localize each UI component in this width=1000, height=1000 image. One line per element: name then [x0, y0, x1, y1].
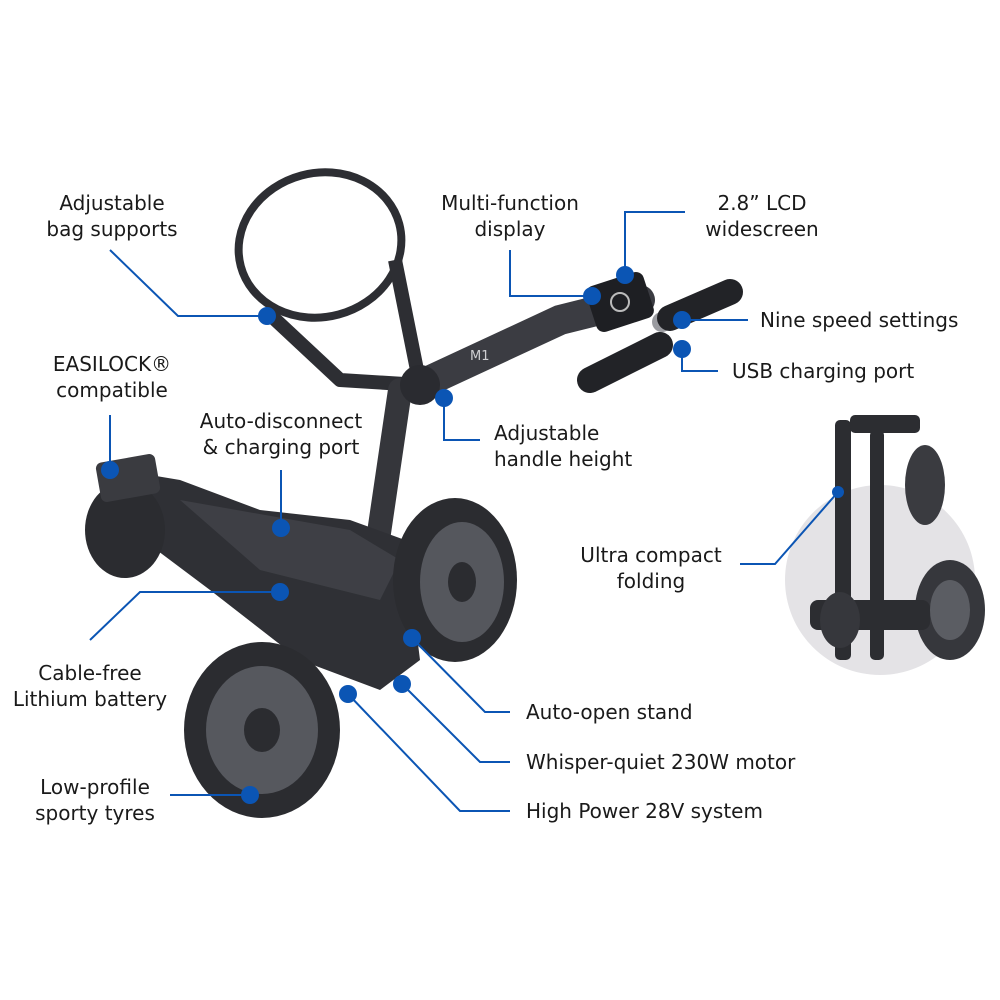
- callout-text: Adjustable: [494, 421, 600, 445]
- folded-trolley-image: [810, 415, 985, 660]
- callout-text: & charging port: [202, 435, 360, 459]
- callout-dots: [101, 266, 844, 804]
- callout-handle-height: Adjustable handle height: [494, 420, 632, 472]
- callout-compact: Ultra compact folding: [580, 542, 721, 594]
- callout-text: Low-profile: [40, 775, 150, 799]
- callout-text: folding: [616, 569, 686, 593]
- callout-motor: Whisper-quiet 230W motor: [526, 750, 796, 774]
- callout-text: Multi-function: [441, 191, 579, 215]
- callout-text: bag supports: [46, 217, 178, 241]
- callout-battery: Cable-free Lithium battery: [13, 660, 167, 712]
- callout-text: display: [474, 217, 546, 241]
- callout-bag-supports: Adjustable bag supports: [46, 190, 177, 242]
- callout-tyres: Low-profile sporty tyres: [35, 774, 155, 826]
- callout-text: Auto-disconnect: [199, 409, 363, 433]
- callout-text: handle height: [494, 447, 633, 471]
- callout-text: sporty tyres: [35, 801, 155, 825]
- callout-text: compatible: [56, 378, 168, 402]
- callout-usb: USB charging port: [732, 359, 915, 383]
- callout-text: Cable-free: [38, 661, 142, 685]
- callout-power: High Power 28V system: [526, 799, 763, 823]
- callout-easilock: EASILOCK® compatible: [53, 351, 171, 403]
- callout-auto-disconnect: Auto-disconnect & charging port: [200, 408, 362, 460]
- trolley-image: M1: [85, 168, 743, 818]
- callout-multi-display: Multi-function display: [441, 190, 579, 242]
- callout-text: EASILOCK®: [52, 352, 172, 376]
- callout-text: Adjustable: [59, 191, 165, 215]
- callout-text: widescreen: [705, 217, 819, 241]
- callout-lcd: 2.8” LCD widescreen: [705, 190, 818, 242]
- callout-text: 2.8” LCD: [717, 191, 807, 215]
- callout-nine-speed: Nine speed settings: [760, 308, 959, 332]
- callout-text: Lithium battery: [12, 687, 168, 711]
- callout-stand: Auto-open stand: [526, 700, 693, 724]
- callout-text: Ultra compact: [580, 543, 722, 567]
- model-badge: M1: [470, 349, 490, 364]
- leader-lines: [89, 211, 839, 812]
